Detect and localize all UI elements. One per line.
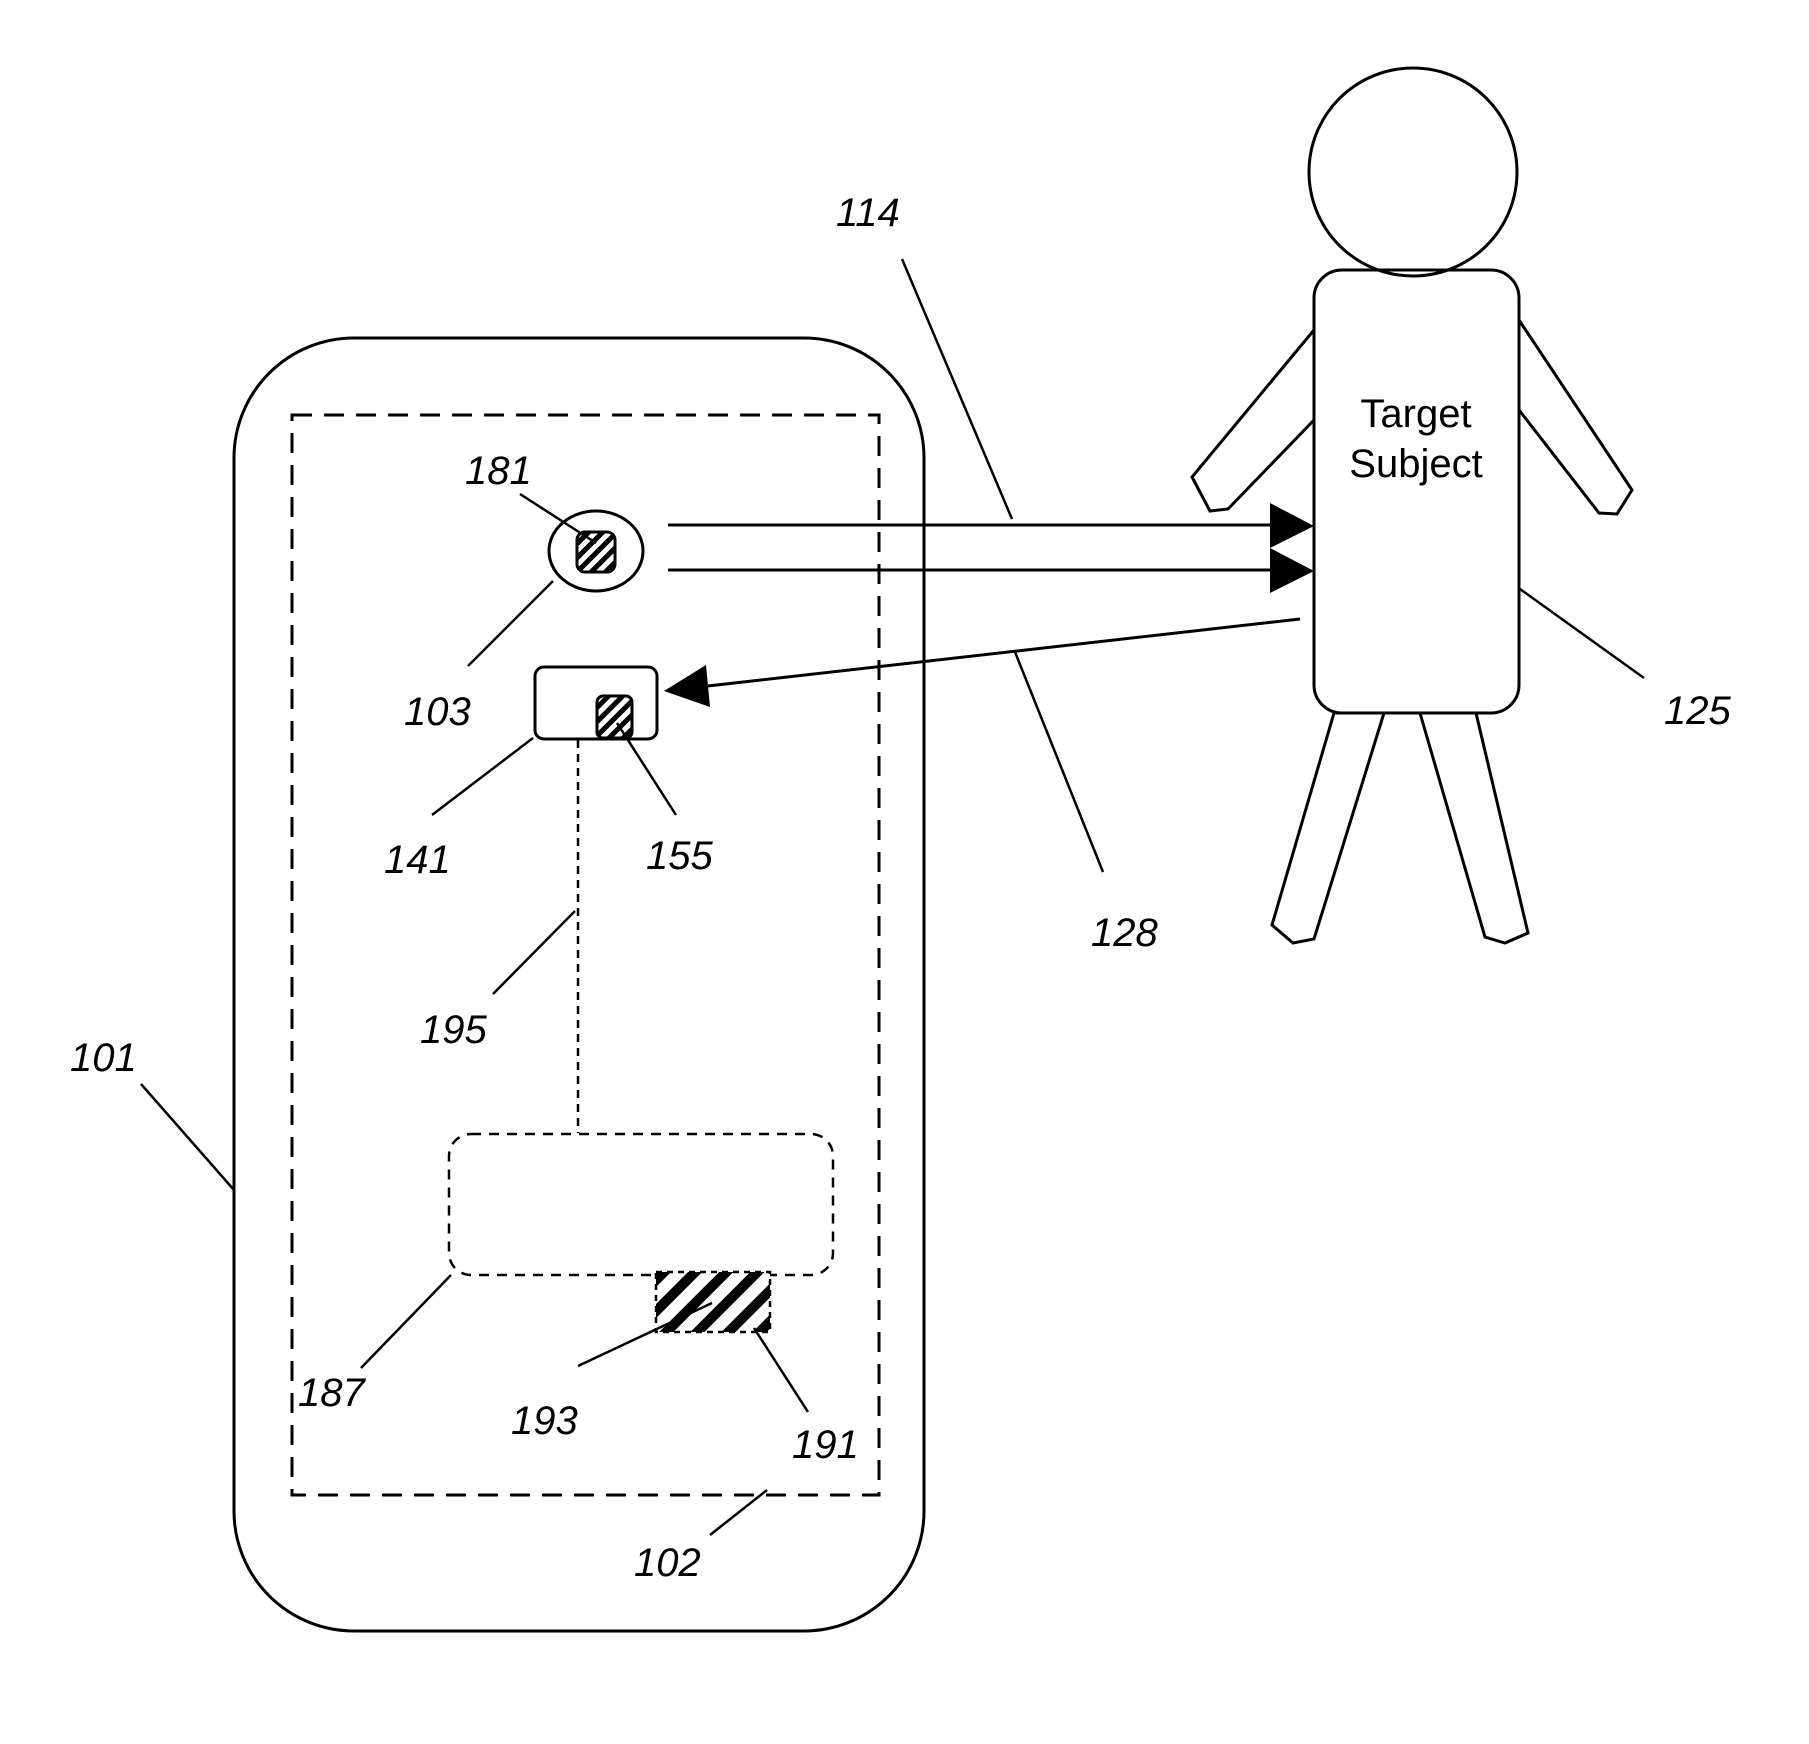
subject-head (1309, 68, 1517, 276)
leader-193 (578, 1303, 712, 1366)
leader-195 (493, 911, 575, 994)
hatched-block (656, 1272, 770, 1332)
dashed-module (449, 1134, 833, 1275)
ref-102: 102 (634, 1541, 701, 1585)
ref-191: 191 (792, 1423, 859, 1467)
emitter-element (577, 532, 615, 572)
ref-128: 128 (1091, 911, 1158, 955)
leader-191 (754, 1328, 808, 1412)
return-beam (708, 619, 1300, 686)
leader-125 (1520, 589, 1644, 678)
outgoing-beam-lower-arrowhead (1270, 548, 1314, 593)
leader-102 (710, 1490, 767, 1535)
outgoing-beam-upper-arrowhead (1270, 503, 1314, 548)
ref-155: 155 (646, 834, 713, 878)
subject-right-leg (1420, 713, 1528, 943)
leader-181 (520, 494, 596, 543)
subject-left-arm (1192, 330, 1314, 511)
subject-label-line1: Target (1360, 392, 1471, 436)
sensor-element (597, 696, 632, 738)
subject-torso (1314, 270, 1519, 713)
subject-label-line2: Subject (1349, 442, 1482, 486)
leader-187 (361, 1275, 451, 1368)
ref-195: 195 (420, 1008, 487, 1052)
subject-right-arm (1519, 320, 1632, 514)
leader-114 (902, 259, 1012, 519)
ref-114: 114 (836, 191, 900, 235)
ref-187: 187 (298, 1371, 366, 1415)
subject-left-leg (1272, 713, 1384, 943)
ref-103: 103 (404, 690, 471, 734)
ref-193: 193 (511, 1399, 578, 1443)
return-beam-arrowhead (664, 665, 710, 707)
leader-155 (617, 723, 676, 815)
ref-125: 125 (1664, 689, 1731, 733)
ref-101: 101 (70, 1036, 137, 1080)
ref-181: 181 (465, 449, 532, 493)
inner-dashed-region (292, 415, 879, 1495)
ref-141: 141 (384, 838, 451, 882)
leader-103 (468, 581, 553, 666)
leader-141 (432, 738, 533, 815)
leader-101 (141, 1084, 234, 1190)
leader-128 (1015, 652, 1103, 872)
